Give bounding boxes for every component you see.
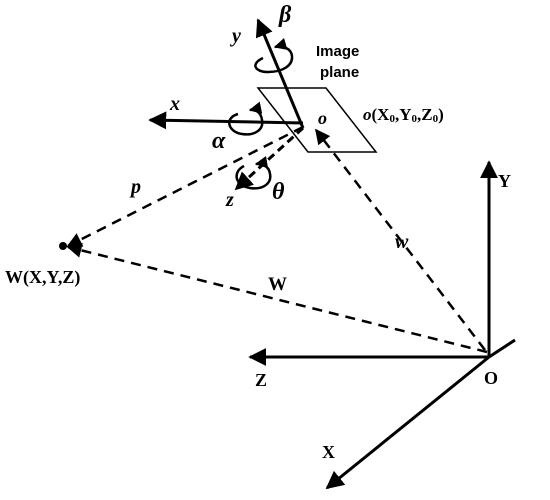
camera-x-axis [148,111,304,130]
point-W-dot [59,242,67,250]
vector-W-label: W [268,274,287,295]
camera-z-label: z [225,189,234,211]
point-W-label: W(X,Y,Z) [5,267,80,288]
world-x-axis [325,355,490,490]
theta-rotation-arc [235,155,272,190]
vector-p-line [66,125,304,248]
vector-w-label: w [395,231,409,253]
image-plane-label-line1: Image [316,43,359,60]
vector-w-line [315,128,486,351]
o-coordinates-label: o(X0,Y0,Z0) [363,105,444,125]
origin-o-label: o [318,108,327,128]
camera-axes [148,18,305,191]
camera-y-axis [255,18,305,129]
image-plane-label-line2: plane [320,64,359,81]
vector-W-line [66,243,488,354]
vector-p-label: p [129,176,141,198]
camera-x-label: x [169,93,180,115]
world-X-label: X [322,442,335,462]
camera-z-axis [234,126,305,191]
beta-label: β [278,2,292,28]
world-axes [248,160,516,490]
dashed-vectors [66,125,488,354]
camera-y-label: y [230,25,241,47]
world-Y-label: Y [498,171,511,191]
beta-rotation-arc [254,37,294,74]
world-Z-label: Z [255,370,267,390]
image-plane [256,87,378,153]
alpha-rotation-arc [228,101,264,136]
world-O-label: O [484,368,498,388]
theta-label: θ [272,179,285,205]
world-x-axis-back [488,338,516,359]
alpha-label: α [212,128,226,154]
